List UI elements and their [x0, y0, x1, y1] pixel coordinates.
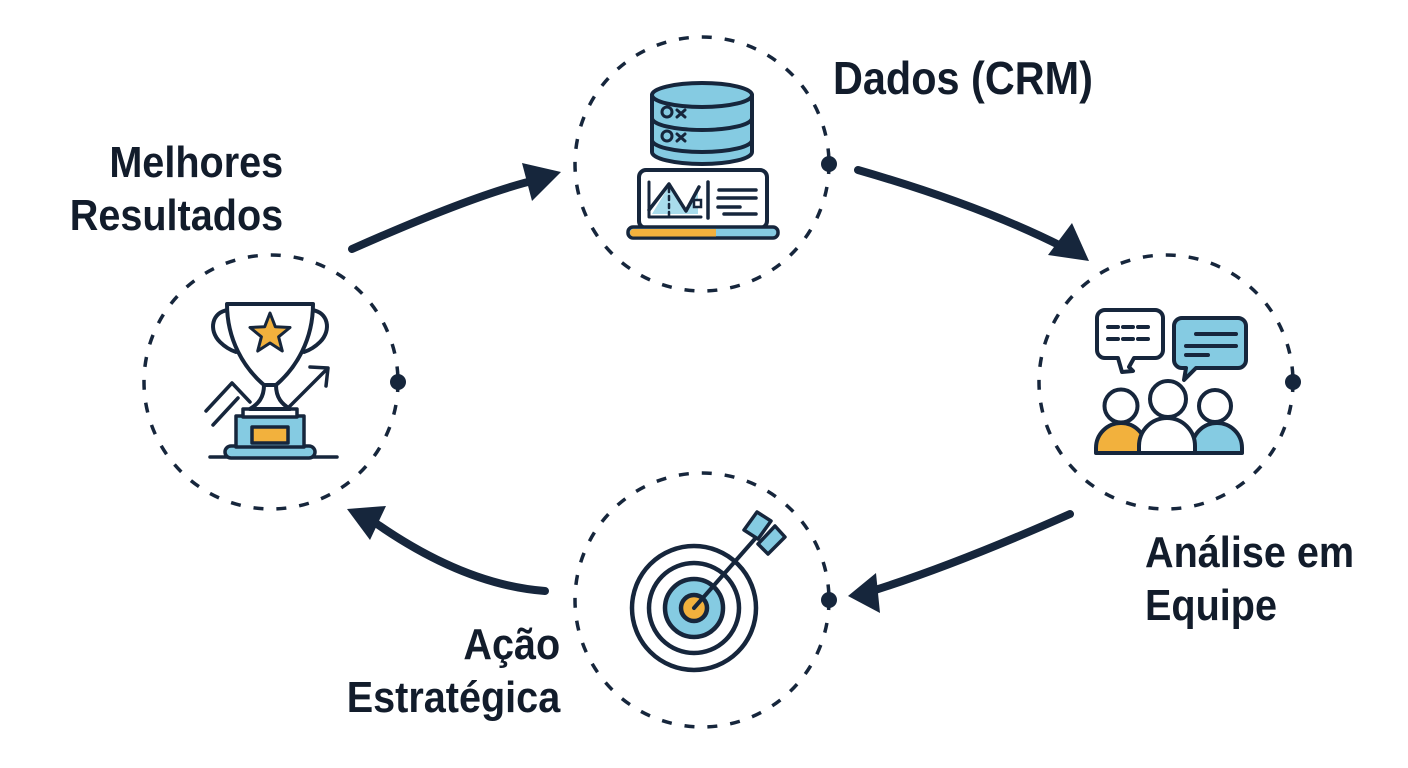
connector-dot — [821, 592, 837, 608]
node-acao — [573, 471, 837, 729]
arrow-bottom-to-left-icon — [347, 506, 549, 595]
person-right — [1190, 421, 1244, 455]
label-melhores: Melhores Resultados — [69, 138, 283, 240]
trophy-icon — [204, 302, 339, 460]
label-acao: Ação Estratégica — [346, 620, 560, 722]
trophy-stem — [248, 383, 292, 411]
label-dados: Dados (CRM) — [833, 52, 1093, 104]
trophy-handle-left — [211, 308, 238, 354]
connector-dot — [821, 156, 837, 172]
arrow-top-to-right-icon — [854, 166, 1089, 261]
trophy-handle-right — [302, 308, 329, 354]
node-analise — [1037, 253, 1301, 511]
target-icon — [629, 510, 787, 673]
person-center — [1137, 416, 1197, 455]
star-icon — [248, 311, 292, 353]
arrow-left-to-top-icon — [348, 163, 561, 253]
connector-dot — [390, 374, 406, 390]
node-melhores — [142, 253, 406, 511]
arrow-right-to-bottom-icon — [848, 510, 1074, 613]
node-dados — [573, 35, 837, 293]
growth-zigzag — [204, 381, 252, 413]
flow-arrows — [347, 163, 1089, 613]
connector-dot — [1285, 374, 1301, 390]
chat-bubble-right — [1172, 316, 1248, 382]
team-discussion-icon — [1094, 308, 1248, 455]
database-icon — [626, 81, 780, 240]
label-analise: Análise em Equipe — [1145, 528, 1355, 630]
